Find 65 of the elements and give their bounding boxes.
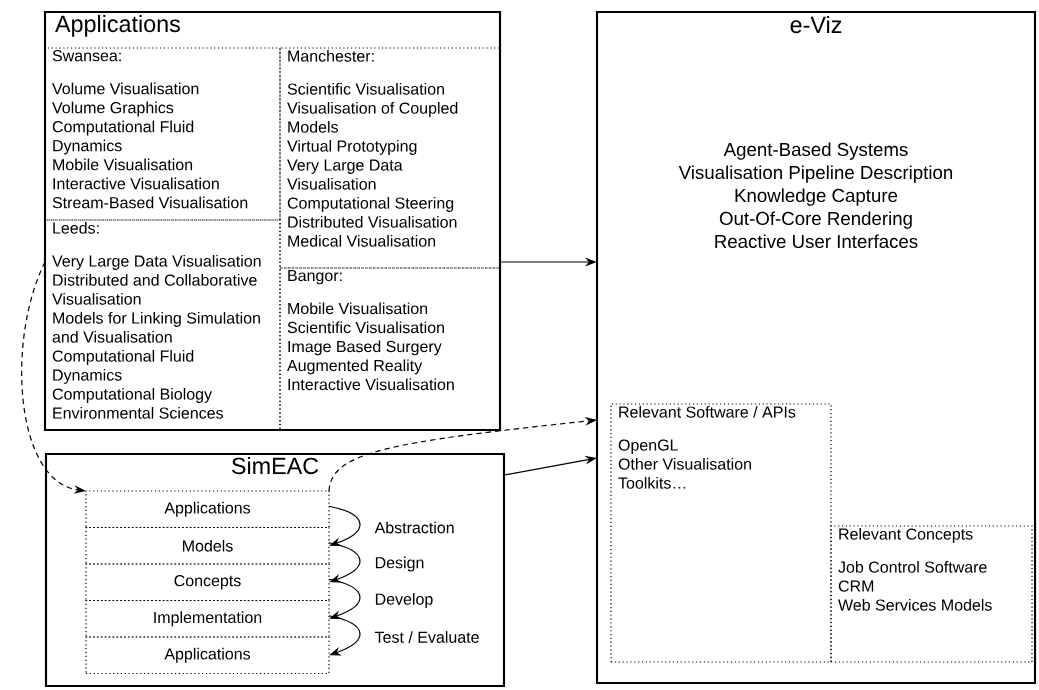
list-item: Virtual Prototyping <box>287 140 417 155</box>
edge-label: Test / Evaluate <box>373 629 481 645</box>
stage-row: Implementation <box>85 599 330 638</box>
list-cell <box>279 47 501 269</box>
edge-label: Design <box>373 555 426 573</box>
curved-arrow <box>328 505 361 546</box>
panel <box>595 10 1037 685</box>
topic-item: Reactive User Interfaces <box>715 234 918 249</box>
list-item: Computational Biology <box>52 388 212 403</box>
stage-row: Concepts <box>85 563 330 602</box>
list-item: Environmental Sciences <box>53 407 223 419</box>
curved-arrow <box>328 615 361 656</box>
list-item: Medical Visualisation <box>288 235 436 247</box>
edge-label: Abstraction <box>373 520 456 535</box>
list-cell <box>610 403 832 663</box>
list-item: Other Visualisation Toolkits… <box>618 458 751 489</box>
list-item: Web Services Models <box>838 599 992 611</box>
list-item: CRM <box>838 580 874 592</box>
topic-item: Knowledge Capture <box>735 188 898 206</box>
panel <box>43 10 502 432</box>
list-item: Volume Visualisation <box>52 82 199 95</box>
topic-item: Out-Of-Core Rendering <box>719 211 912 229</box>
list-item: Job Control Software <box>838 561 987 573</box>
stage-row: Applications <box>85 490 330 529</box>
list-item: Stream-Based Visualisation <box>52 196 248 209</box>
box-title: SimEAC <box>232 457 319 475</box>
cell-heading: Swansea: <box>52 50 121 62</box>
cell-heading: Leeds: <box>53 222 99 234</box>
cell-heading: Relevant Software / APIs <box>619 406 796 418</box>
topic-item: Agent-Based Systems <box>723 142 908 160</box>
list-cell <box>279 267 501 431</box>
list-item: Volume Graphics <box>52 101 174 117</box>
list-item: Very Large Data Visualisation <box>287 159 403 190</box>
list-item: Interactive Visualisation <box>288 378 454 391</box>
list-item: Interactive Visualisation <box>53 177 219 190</box>
list-item: Mobile Visualisation <box>288 302 428 315</box>
list-cell <box>44 47 281 221</box>
cell-heading: Relevant Concepts <box>839 528 973 543</box>
topic-item: Visualisation Pipeline Description <box>678 165 953 183</box>
list-item: Models for Linking Simulation and Visualisation <box>52 312 260 343</box>
list-cell <box>44 219 281 431</box>
list-cell <box>830 525 1033 663</box>
list-item: Computational Fluid Dynamics <box>52 350 194 384</box>
stage-row: Applications <box>85 636 330 675</box>
list-item: Scientific Visualisation <box>287 321 444 334</box>
box-title: e-Viz <box>790 16 842 34</box>
panel <box>44 452 506 688</box>
list-item: Computational Steering <box>287 197 454 212</box>
list-item: Image Based Surgery <box>288 340 442 356</box>
cell-heading: Bangor: <box>288 270 342 285</box>
list-item: Distributed Visualisation <box>288 216 457 228</box>
list-item: OpenGL <box>618 439 678 454</box>
stage-row: Models <box>85 526 330 565</box>
edge-label: Develop <box>373 591 435 610</box>
cell-heading: Manchester: <box>288 50 374 62</box>
list-item: Very Large Data Visualisation <box>52 255 261 270</box>
list-item: Mobile Visualisation <box>53 158 193 171</box>
box-title: Applications <box>55 15 180 37</box>
list-item: Distributed and Collaborative Visualisation <box>52 274 257 305</box>
list-item: Scientific Visualisation <box>287 83 444 95</box>
list-item: Augmented Reality <box>287 359 423 375</box>
curved-arrow <box>328 578 361 619</box>
curved-arrow <box>328 542 361 583</box>
list-item: Computational Fluid Dynamics <box>52 120 194 155</box>
list-item: Visualisation of Coupled Models <box>287 102 458 133</box>
